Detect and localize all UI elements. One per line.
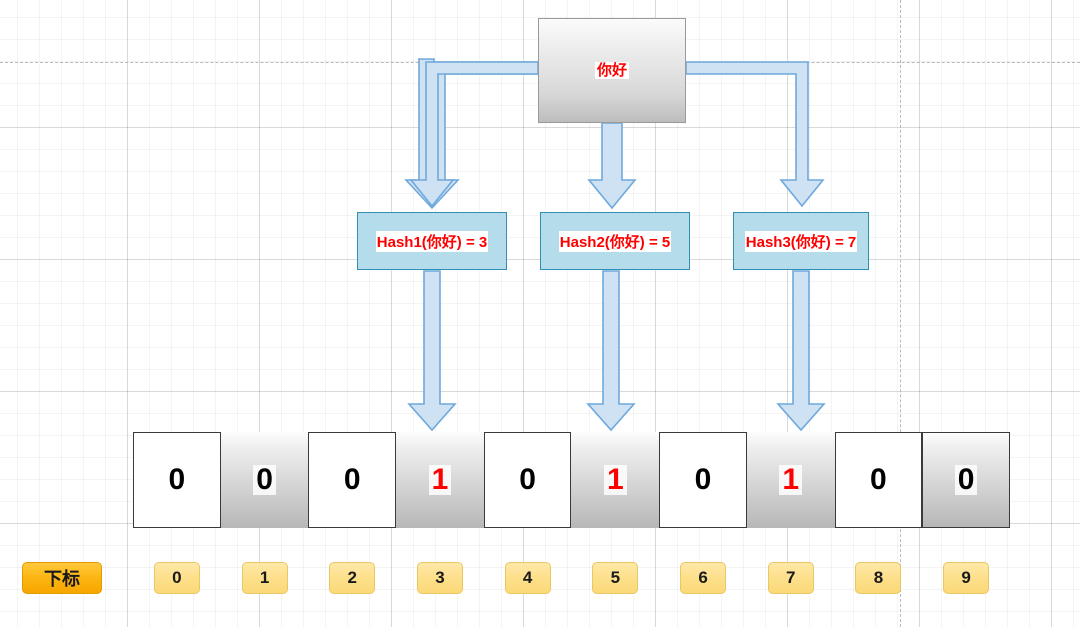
- index-badge: 3: [416, 562, 463, 594]
- hash-function-node-2: Hash2(你好) = 5: [540, 212, 690, 270]
- bit-cell: 0: [308, 432, 397, 528]
- hash-function-node-3: Hash3(你好) = 7: [733, 212, 869, 270]
- bit-cell: 0: [133, 432, 221, 528]
- hash-function-label-1: Hash1(你好) = 3: [375, 230, 489, 252]
- index-badge: 5: [592, 562, 639, 594]
- index-badge: 7: [767, 562, 814, 594]
- bit-value: 1: [779, 465, 802, 495]
- bit-cell: 0: [922, 432, 1010, 528]
- index-badge: 9: [943, 562, 990, 594]
- hash-function-node-1: Hash1(你好) = 3: [357, 212, 507, 270]
- bit-value: 1: [428, 465, 452, 495]
- bit-cell: 0: [834, 432, 923, 528]
- bit-cell: 0: [659, 432, 747, 528]
- bit-value: 0: [867, 465, 890, 495]
- index-row: 下标 0 1 2 3 4 5 6 7 8 9: [0, 562, 1080, 596]
- index-row-title: 下标: [22, 562, 102, 594]
- index-badge: 6: [680, 562, 727, 594]
- bit-cell: 0: [483, 432, 572, 528]
- hash-function-label-2: Hash2(你好) = 5: [558, 230, 672, 252]
- index-badge: 0: [153, 562, 200, 594]
- hash-function-label-3: Hash3(你好) = 7: [744, 230, 858, 252]
- bit-cell: 1: [571, 432, 660, 528]
- bit-value: 1: [603, 465, 627, 495]
- input-node: 你好: [538, 18, 686, 123]
- straight-arrow-to-hash2: [587, 122, 637, 210]
- index-badge: 1: [241, 562, 288, 594]
- bit-value: 0: [253, 465, 276, 495]
- bit-value: 0: [516, 465, 539, 495]
- bit-value: 0: [340, 465, 364, 495]
- elbow-arrow-to-hash3: [685, 61, 825, 208]
- straight-arrow-hash1-to-cell3: [407, 270, 457, 432]
- bit-value: 0: [691, 465, 715, 495]
- bit-cell: 1: [396, 432, 484, 528]
- bit-value: 0: [165, 465, 189, 495]
- bit-value: 0: [954, 465, 978, 495]
- input-node-label: 你好: [594, 61, 629, 80]
- index-badge: 4: [504, 562, 551, 594]
- index-badge: 8: [855, 562, 902, 594]
- bit-cell: 1: [746, 432, 835, 528]
- straight-arrow-hash2-to-cell5: [586, 270, 636, 432]
- guide-line-vertical: [900, 0, 901, 627]
- straight-arrow-hash3-to-cell7: [776, 270, 826, 432]
- bit-cell: 0: [220, 432, 309, 528]
- index-badge: 2: [329, 562, 376, 594]
- bit-array: 0 0 0 1 0 1 0 1 0 0: [133, 432, 1010, 528]
- elbow-arrow-to-hash1-shape: [409, 61, 539, 208]
